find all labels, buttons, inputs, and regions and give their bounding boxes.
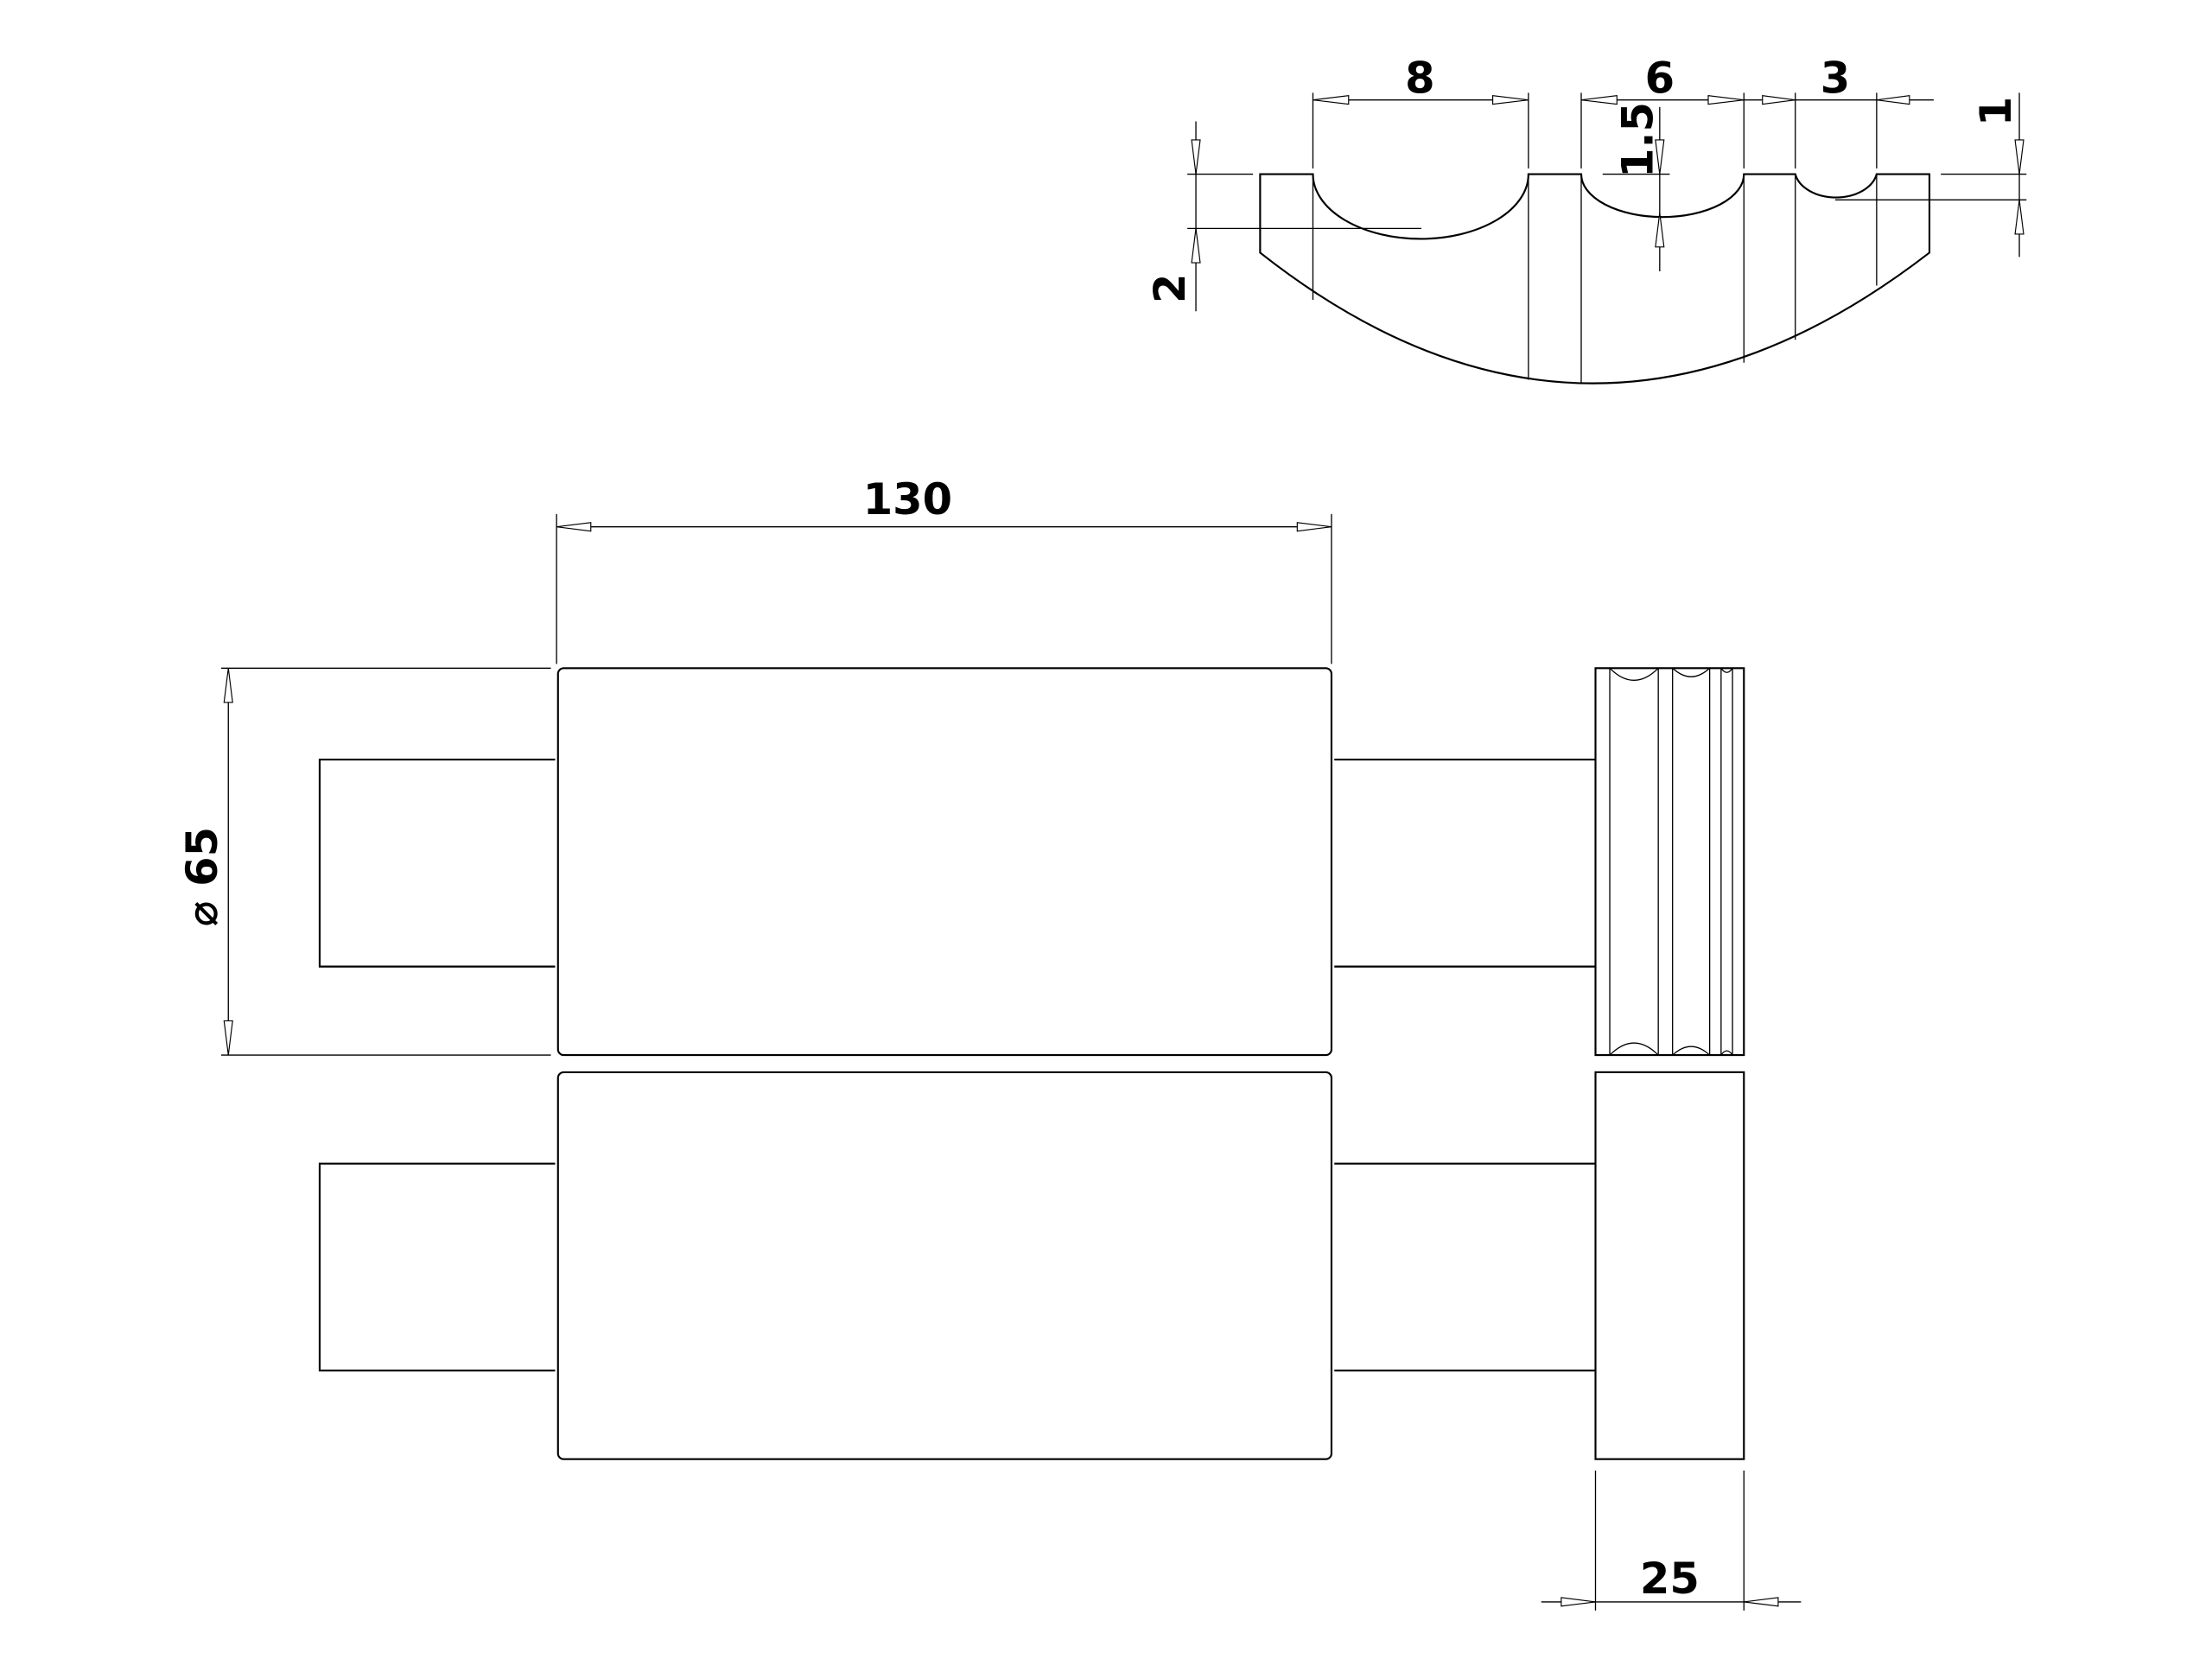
groove-width-large: 8 <box>1405 53 1434 103</box>
wheel-width-dimension: 25 <box>1541 1470 1802 1611</box>
diameter-symbol: ⌀ <box>177 901 227 927</box>
dimension-arrows <box>1191 95 2024 264</box>
groove-width-medium: 6 <box>1645 53 1675 103</box>
length-dimension: 130 <box>556 474 1332 664</box>
groove-depth-large: 2 <box>1145 274 1195 303</box>
grooved-wheel <box>1594 667 1745 1057</box>
groove-depth-small: 1 <box>1971 97 2021 126</box>
diameter-label: 65 <box>177 827 227 887</box>
upper-roller <box>318 667 1745 1057</box>
groove-width-small: 3 <box>1821 53 1850 103</box>
length-label: 130 <box>863 474 952 524</box>
plain-wheel <box>1594 1071 1745 1460</box>
diameter-dimension: ⌀ 65 <box>177 667 551 1056</box>
groove-section-view: 8 6 3 2 1.5 1 <box>1145 53 2027 385</box>
groove-depth-medium: 1.5 <box>1613 102 1663 178</box>
lower-roller <box>318 1071 1745 1460</box>
wheel-width-label: 25 <box>1640 1554 1700 1604</box>
